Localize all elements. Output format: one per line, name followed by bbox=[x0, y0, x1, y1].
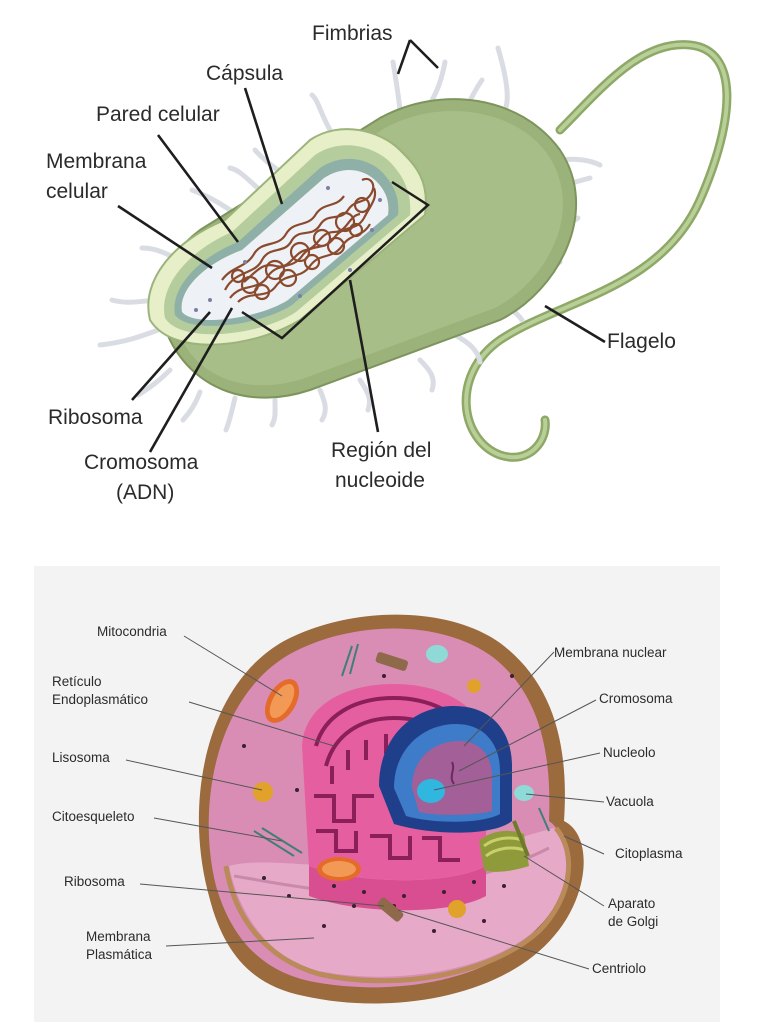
cytoplasm bbox=[181, 169, 389, 321]
centriole-top bbox=[375, 652, 408, 671]
lysosome bbox=[253, 782, 273, 802]
label-region-nucleoide-line1: Región del bbox=[331, 439, 432, 462]
nucleolus bbox=[417, 779, 445, 803]
label-membrana-nuclear: Membrana nuclear bbox=[554, 645, 667, 660]
lysosome-2 bbox=[467, 679, 481, 693]
plasma-membrane bbox=[223, 826, 572, 984]
label-ribosoma: Ribosoma bbox=[48, 406, 143, 429]
eukaryotic-cell-diagram: Mitocondria Retículo Endoplasmático Liso… bbox=[34, 566, 720, 1022]
label-citoesqueleto: Citoesqueleto bbox=[52, 809, 135, 824]
label-membrana-celular-line2: celular bbox=[46, 180, 108, 203]
nucleoid-bracket bbox=[241, 180, 431, 340]
label-aparato-golgi-line1: Aparato bbox=[608, 896, 656, 911]
label-fimbrias: Fimbrias bbox=[312, 22, 393, 45]
label-mitocondria: Mitocondria bbox=[97, 624, 167, 639]
vacuole bbox=[426, 645, 448, 663]
lysosome-3 bbox=[448, 900, 466, 918]
label-capsula: Cápsula bbox=[206, 62, 284, 85]
label-citoplasma: Citoplasma bbox=[615, 846, 683, 861]
golgi-apparatus bbox=[479, 820, 530, 872]
label-lisosoma: Lisosoma bbox=[52, 750, 110, 765]
leader-lines bbox=[117, 39, 606, 453]
eukaryotic-cell-illustration bbox=[125, 614, 605, 1004]
label-region-nucleoide-line2: nucleoide bbox=[335, 469, 425, 492]
label-ribosoma: Ribosoma bbox=[64, 874, 125, 889]
label-reticulo-line1: Retículo bbox=[52, 674, 102, 689]
label-membrana-plasmatica-line2: Plasmática bbox=[86, 947, 153, 962]
centriole bbox=[377, 897, 404, 922]
label-nucleolo: Nucleolo bbox=[603, 745, 656, 760]
chromosome bbox=[450, 761, 455, 785]
label-flagelo: Flagelo bbox=[607, 330, 676, 353]
ribosomes bbox=[194, 186, 382, 312]
leader-lines bbox=[125, 635, 605, 970]
mitochondrion-top bbox=[264, 679, 300, 723]
label-membrana-plasmatica-line1: Membrana bbox=[86, 929, 151, 944]
label-reticulo-line2: Endoplasmático bbox=[52, 692, 149, 707]
label-membrana-celular-line1: Membrana bbox=[46, 150, 147, 173]
ribosomes bbox=[242, 674, 514, 933]
label-aparato-golgi-line2: de Golgi bbox=[608, 914, 659, 929]
prokaryotic-cell-illustration bbox=[97, 39, 732, 462]
label-vacuola: Vacuola bbox=[606, 794, 654, 809]
label-cromosoma: Cromosoma bbox=[599, 691, 673, 706]
label-cromosoma-line2: (ADN) bbox=[116, 481, 175, 504]
prokaryotic-cell-diagram: Fimbrias Cápsula Pared celular Membrana … bbox=[46, 22, 732, 504]
label-centriolo: Centriolo bbox=[592, 961, 647, 976]
vacuole-2 bbox=[514, 785, 534, 801]
mitochondrion-bottom bbox=[317, 857, 361, 881]
label-cromosoma-line1: Cromosoma bbox=[84, 451, 199, 474]
label-pared-celular: Pared celular bbox=[96, 103, 220, 126]
